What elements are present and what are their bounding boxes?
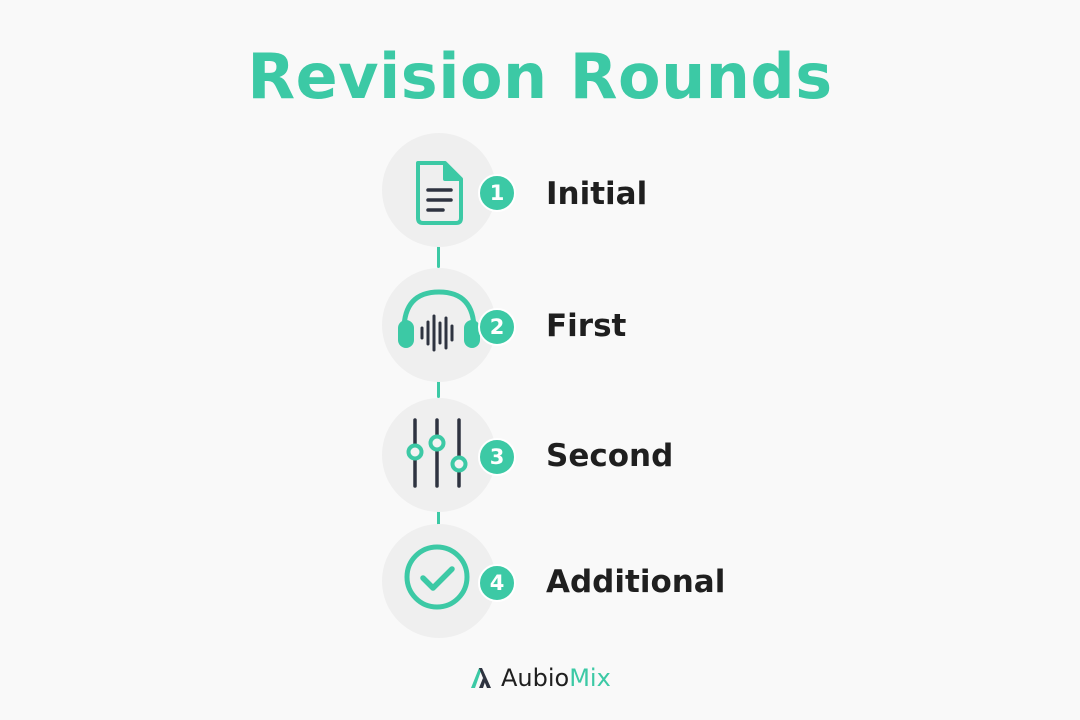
headphones-waveform-icon (398, 289, 480, 352)
page-title: Revision Rounds (247, 40, 833, 113)
brand-name-part2: Mix (569, 664, 611, 692)
step-4-label: Additional (546, 564, 726, 600)
step-1-label: Initial (546, 176, 648, 212)
check-circle-icon (404, 544, 470, 610)
step-2-badge: 2 (478, 308, 516, 346)
step-2-circle (382, 268, 496, 382)
aubiomix-logo-icon (471, 668, 491, 688)
step-4-badge: 4 (478, 564, 516, 602)
step-1-circle (382, 133, 496, 247)
step-3-label: Second (546, 438, 674, 474)
document-icon (416, 161, 463, 225)
connector-3-4 (437, 506, 440, 526)
step-3-circle (382, 398, 496, 512)
brand-name: AubioMix (501, 664, 611, 692)
step-2-label: First (546, 308, 627, 344)
step-3-badge: 3 (478, 438, 516, 476)
connector-1-2 (437, 246, 440, 268)
brand-name-part1: Aubio (501, 664, 570, 692)
step-4-circle (382, 524, 496, 638)
brand-footer: AubioMix (469, 664, 611, 692)
connector-2-3 (437, 376, 440, 398)
mixer-sliders-icon (406, 418, 468, 488)
step-1-badge: 1 (478, 174, 516, 212)
